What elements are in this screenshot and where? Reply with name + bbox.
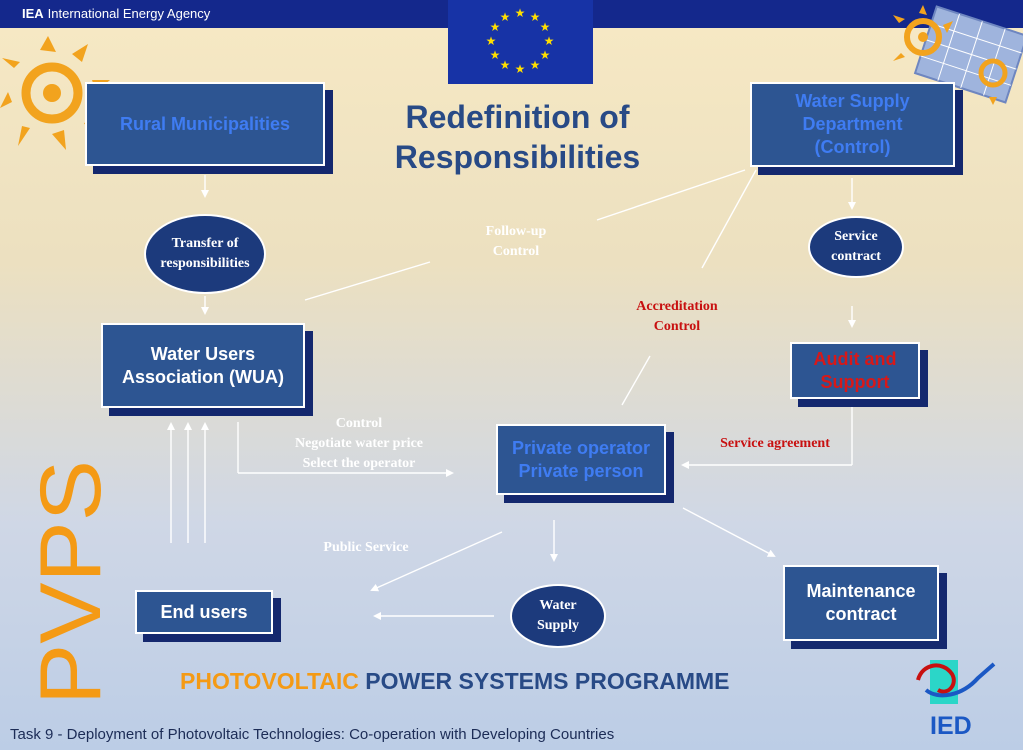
title-line-1: Redefinition of [405, 99, 630, 135]
private-operator-line-2: Private person [518, 460, 644, 481]
water-supply-department-box: Water Supply Department (Control) [750, 82, 955, 167]
iea-short: IEA [22, 6, 44, 21]
slide-title: Redefinition of Responsibilities [350, 97, 685, 177]
svg-text:★: ★ [490, 20, 501, 34]
followup-line-1: Follow-up [485, 224, 547, 239]
title-line-2: Responsibilities [394, 139, 641, 175]
end-users-box: End users [135, 590, 273, 634]
wua-box: Water Users Association (WUA) [101, 323, 305, 408]
wsd-line-2: Department [802, 114, 903, 134]
programme-part-1: PHOTOVOLTAIC [180, 668, 359, 694]
followup-label: Follow-up Control [466, 222, 566, 262]
svg-text:★: ★ [544, 34, 555, 48]
wsd-line-3: (Control) [814, 137, 891, 157]
service-contract-line-1: Service [834, 229, 878, 244]
water-supply-line-1: Water [539, 598, 577, 613]
wua-line-2: Association (WUA) [122, 366, 284, 387]
maintenance-contract-box: Maintenance contract [783, 565, 939, 641]
svg-text:★: ★ [490, 48, 501, 62]
private-operator-line-1: Private operator [511, 437, 651, 458]
transfer-line-1: Transfer of [171, 236, 239, 251]
accreditation-line-2: Control [653, 319, 701, 334]
service-contract-oval: Service contract [808, 216, 904, 278]
ied-logo-text: IED [930, 712, 972, 740]
transfer-line-2: responsibilities [160, 256, 250, 271]
pvps-text: PVPS [24, 460, 109, 705]
wua-actions-label: Control Negotiate water price Select the… [274, 414, 444, 474]
end-users-label: End users [160, 601, 248, 622]
water-supply-oval: Water Supply [510, 584, 606, 648]
accreditation-label: Accreditation Control [617, 297, 737, 337]
wsd-line-1: Water Supply [795, 91, 910, 111]
svg-text:★: ★ [540, 48, 551, 62]
svg-text:★: ★ [500, 58, 511, 72]
service-agreement-label: Service agreement [720, 436, 830, 451]
service-contract-line-2: contract [831, 249, 881, 264]
wua-actions-line-2: Negotiate water price [294, 436, 424, 451]
rural-municipalities-label: Rural Municipalities [119, 113, 291, 134]
audit-support-box: Audit and Support [790, 342, 920, 399]
svg-text:★: ★ [515, 6, 526, 20]
iea-full-name: International Energy Agency [47, 6, 211, 21]
pvps-logo: PVPS [24, 460, 109, 705]
solar-panel-icon [893, 5, 1023, 105]
private-operator-box: Private operator Private person [496, 424, 666, 495]
maintenance-line-2: contract [825, 604, 897, 624]
audit-line-2: Support [820, 371, 890, 392]
followup-line-2: Control [492, 244, 540, 259]
svg-text:★: ★ [530, 58, 541, 72]
wua-line-1: Water Users [150, 343, 256, 364]
wua-actions-line-1: Control [335, 416, 383, 431]
svg-text:★: ★ [515, 62, 526, 76]
maintenance-line-1: Maintenance [806, 581, 916, 601]
svg-text:★: ★ [500, 10, 511, 24]
audit-line-1: Audit and [813, 348, 897, 369]
wua-actions-line-3: Select the operator [302, 456, 416, 471]
svg-text:★: ★ [486, 34, 497, 48]
ied-logo-icon [916, 660, 996, 704]
accreditation-line-1: Accreditation [636, 299, 718, 314]
programme-title: PHOTOVOLTAIC POWER SYSTEMS PROGRAMME [180, 668, 729, 695]
rural-municipalities-box: Rural Municipalities [85, 82, 325, 166]
svg-text:★: ★ [540, 20, 551, 34]
eu-flag-icon: ★★★ ★★★ ★★★ ★★★ [448, 0, 593, 84]
programme-part-2: POWER SYSTEMS PROGRAMME [365, 668, 730, 694]
water-supply-line-2: Supply [536, 618, 580, 633]
svg-text:★: ★ [530, 10, 541, 24]
transfer-oval: Transfer of responsibilities [144, 214, 266, 294]
footer-text: Task 9 - Deployment of Photovoltaic Tech… [10, 726, 615, 743]
public-service-label: Public Service [323, 540, 409, 555]
